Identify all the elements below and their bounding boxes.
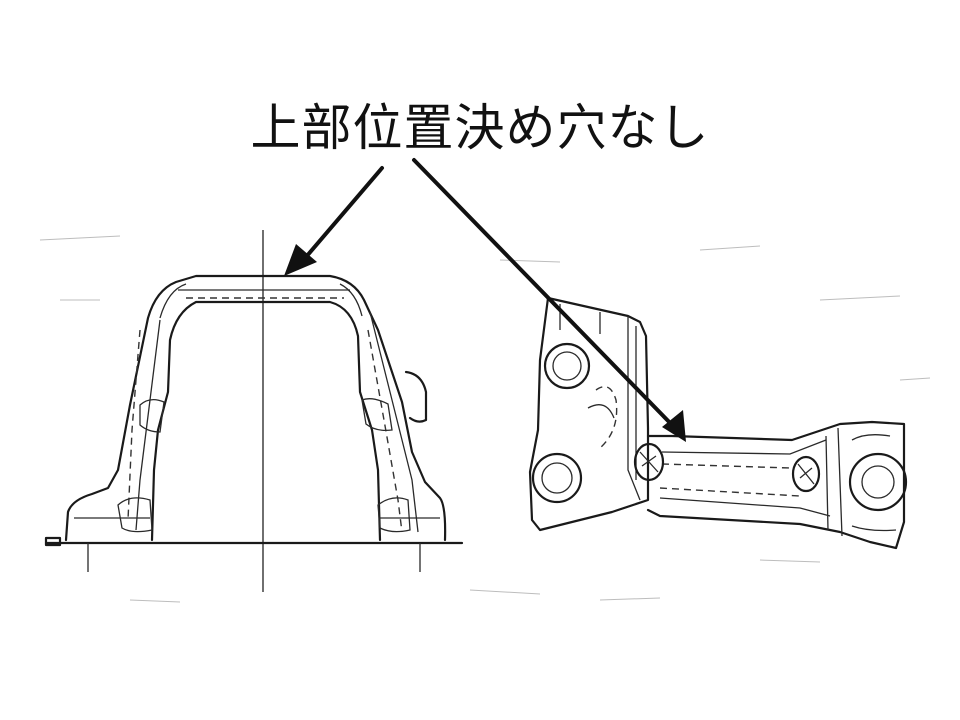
slot-boss-left xyxy=(633,442,665,482)
bolt-hole-upper xyxy=(543,342,591,390)
annotation-label: 上部位置決め穴なし xyxy=(250,99,710,157)
bracket-inner-profile xyxy=(150,300,382,542)
mounting-plate xyxy=(528,296,650,532)
arrow-to-front-view xyxy=(284,166,384,276)
base-tab-left xyxy=(44,536,62,547)
bracket-outer-profile xyxy=(64,274,447,542)
arrow-to-perspective-view xyxy=(412,158,686,442)
bolt-hole-end xyxy=(848,452,908,512)
connecting-arm xyxy=(646,420,906,550)
slot-boss-right xyxy=(791,455,821,493)
scan-noise xyxy=(39,235,931,603)
bolt-hole-lower xyxy=(531,452,583,504)
front-view-bracket xyxy=(44,230,464,592)
